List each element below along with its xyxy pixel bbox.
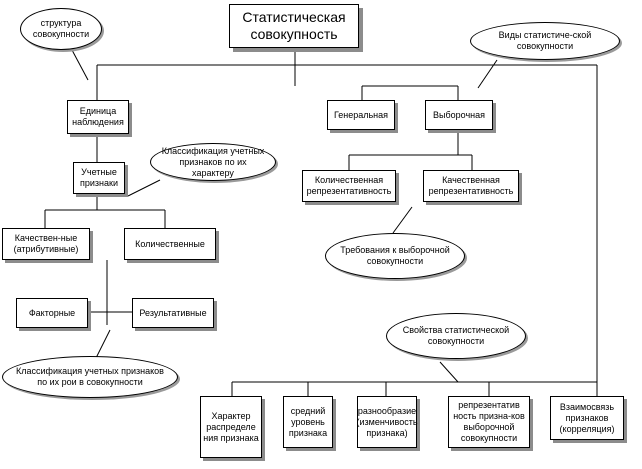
- general-label: Генеральная: [333, 109, 389, 120]
- result-label: Результативные: [139, 307, 207, 318]
- callout-classification-nature-text: Классификация учетных признаков по их ха…: [161, 145, 265, 178]
- correlation-node: Взаимосвязь признаков (корреляция): [550, 396, 624, 440]
- qual-repr-label: Качественная репрезентативность: [428, 175, 514, 196]
- distribution-label: Характер распределе ния признака: [203, 410, 259, 443]
- callout-types: Виды статистиче-ской совокупности: [470, 22, 620, 60]
- callout-types-text: Виды статистиче-ской совокупности: [498, 30, 592, 51]
- root-node: Статистическая совокупность: [229, 4, 359, 48]
- sample-repr-label: репрезентатив ность призна-ков выборочно…: [453, 400, 525, 443]
- quant-repr-label: Количественная репрезентативность: [306, 175, 392, 196]
- quantitative-label: Количественные: [135, 238, 205, 249]
- callout-structure: структура совокупности: [20, 8, 102, 50]
- callout-requirements: Требования к выборочной совокупности: [325, 233, 465, 279]
- root-label: Статистическая совокупность: [242, 9, 346, 42]
- callout-structure-text: структура совокупности: [32, 18, 90, 39]
- variety-node: разнообразие (изменчивость признака): [356, 396, 418, 448]
- callout-properties-text: Свойства статистической совокупности: [402, 325, 510, 346]
- quant-repr-node: Количественная репрезентативность: [302, 170, 396, 202]
- callout-requirements-text: Требования к выборочной совокупности: [340, 245, 450, 266]
- qualitative-node: Качествен-ные (атрибутивные): [2, 228, 90, 260]
- callout-properties: Свойства статистической совокупности: [386, 313, 526, 359]
- qualitative-label: Качествен-ные (атрибутивные): [13, 233, 79, 254]
- sample-node: Выборочная: [425, 100, 493, 130]
- correlation-label: Взаимосвязь признаков (корреляция): [559, 401, 615, 434]
- callout-classification-role-text: Классификация учетных признаков по их ро…: [16, 366, 164, 387]
- factor-label: Факторные: [28, 307, 76, 318]
- variety-label: разнообразие (изменчивость признака): [356, 405, 418, 438]
- sample-repr-node: репрезентатив ность призна-ков выборочно…: [448, 396, 530, 448]
- result-node: Результативные: [132, 298, 214, 328]
- callout-classification-role: Классификация учетных признаков по их ро…: [2, 356, 178, 398]
- attributes-node: Учетные признаки: [73, 162, 125, 194]
- qual-repr-node: Качественная репрезентативность: [423, 170, 519, 202]
- general-node: Генеральная: [327, 100, 395, 130]
- sample-label: Выборочная: [433, 109, 485, 120]
- callout-classification-nature: Классификация учетных признаков по их ха…: [150, 143, 276, 181]
- quantitative-node: Количественные: [124, 228, 216, 260]
- factor-node: Факторные: [16, 298, 88, 328]
- attributes-label: Учетные признаки: [80, 167, 118, 188]
- unit-node: Единица наблюдения: [67, 100, 129, 134]
- average-label: средний уровень признака: [288, 405, 328, 438]
- distribution-node: Характер распределе ния признака: [200, 396, 262, 458]
- unit-label: Единица наблюдения: [72, 106, 124, 127]
- average-node: средний уровень признака: [283, 396, 333, 448]
